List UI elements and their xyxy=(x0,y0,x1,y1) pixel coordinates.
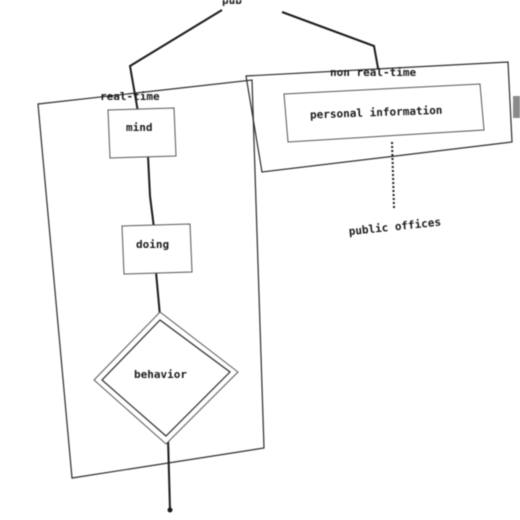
group-nonrealtime-border xyxy=(245,61,513,173)
node-public-offices-label[interactable]: public offices xyxy=(348,216,442,239)
group-realtime-label: real-time xyxy=(100,90,160,103)
edge-root-to-realtime xyxy=(128,9,223,113)
group-nonrealtime[interactable]: non real-time xyxy=(245,61,513,173)
node-doing-box xyxy=(121,223,193,275)
node-mind[interactable]: mind xyxy=(107,107,177,159)
node-behavior-label: behavior xyxy=(134,368,187,381)
edge-artifact xyxy=(513,96,520,118)
node-doing-label: doing xyxy=(136,238,169,251)
group-nonrealtime-label: non real-time xyxy=(330,66,416,79)
node-personal-information-box xyxy=(283,83,485,143)
node-personal-information[interactable]: personal information xyxy=(283,83,485,143)
node-behavior-outer xyxy=(93,311,239,445)
node-behavior[interactable]: behavior xyxy=(93,311,239,445)
group-realtime-border xyxy=(37,79,265,479)
edge-root-to-nonrealtime xyxy=(281,11,379,69)
edge-behavior-out-end xyxy=(167,507,173,513)
node-mind-box xyxy=(107,107,177,159)
node-mind-label: mind xyxy=(126,121,153,134)
node-personal-information-label: personal information xyxy=(310,104,443,122)
root-label: pub xyxy=(222,0,242,7)
edge-mind-to-doing xyxy=(147,155,155,229)
group-realtime[interactable]: real-time xyxy=(37,79,265,479)
edge-behavior-out xyxy=(167,437,171,511)
node-doing[interactable]: doing xyxy=(121,223,193,275)
edge-doing-to-behavior xyxy=(155,271,161,317)
node-behavior-inner xyxy=(101,319,231,437)
edge-personal-to-public xyxy=(391,141,395,209)
